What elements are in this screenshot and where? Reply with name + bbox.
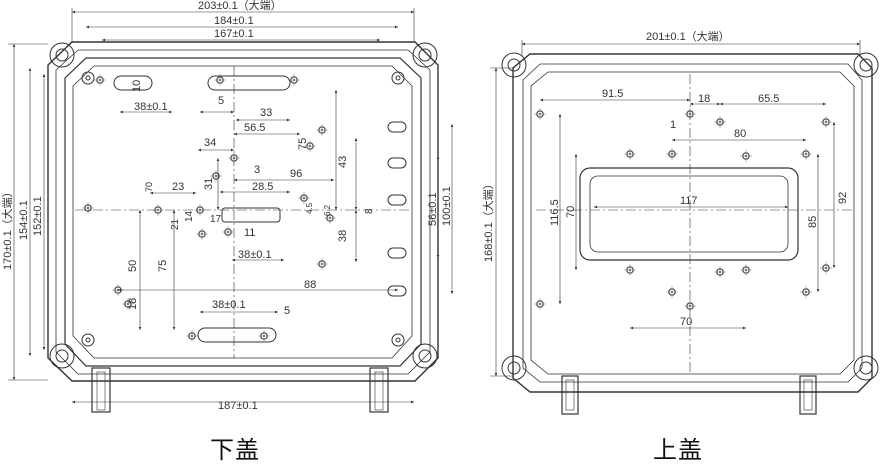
corner-boss (501, 52, 527, 78)
dim-96: 96 (290, 168, 302, 180)
bottom-cover-caption: 下盖 (210, 436, 260, 464)
corner-boss (853, 52, 879, 78)
dim-154: 154±0.1 (18, 200, 30, 240)
corner-boss (412, 42, 438, 68)
dim-116-5: 116.5 (549, 199, 561, 226)
dim-31: 31 (203, 178, 215, 190)
dim-167: 167±0.1 (214, 28, 254, 40)
dim-75b: 75 (157, 260, 169, 272)
dim-80: 80 (734, 128, 746, 140)
dim-28-5: 28.5 (252, 181, 273, 193)
dim-91-5: 91.5 (602, 88, 623, 100)
dim-18: 18 (127, 298, 139, 310)
bottom-cover-holes (82, 74, 336, 342)
dim-38-top: 38±0.1 (134, 101, 168, 113)
dim-170: 170±0.1（大端） (0, 186, 14, 270)
dim-17: 17 (210, 214, 222, 225)
top-cover-outline (512, 53, 873, 393)
dim-18-top: 18 (698, 93, 710, 105)
dim-10: 10 (131, 80, 143, 92)
dim-43: 43 (337, 156, 349, 168)
dim-70-bottom: 70 (680, 316, 692, 328)
dim-187: 187±0.1 (218, 400, 258, 412)
dim-38: 38 (337, 230, 349, 242)
top-cover-caption: 上盖 (653, 436, 703, 464)
dim-5b: 5 (284, 305, 290, 317)
dim-88: 88 (304, 279, 316, 291)
hinge-tab (91, 367, 111, 413)
dim-85: 85 (807, 216, 819, 228)
dim-56-5: 56.5 (244, 122, 265, 134)
dim-1: 1 (670, 119, 676, 131)
bottom-cover-drawing (47, 41, 439, 413)
side-clips (387, 121, 407, 297)
dim-21: 21 (170, 218, 181, 230)
dim-23: 23 (172, 181, 184, 193)
slot-rib (197, 327, 277, 343)
dim-34: 34 (204, 137, 216, 149)
dim-168: 168±0.1（大端） (481, 178, 495, 262)
dim-117: 117 (680, 195, 698, 207)
dim-201: 201±0.1（大端） (646, 29, 730, 43)
corner-boss (49, 42, 75, 68)
dim-14: 14 (184, 210, 195, 222)
dim-152: 152±0.1 (32, 196, 44, 236)
corner-boss (501, 355, 527, 381)
dim-56: 56±0.1 (427, 192, 439, 226)
hinge-tab (799, 375, 817, 415)
dim-92: 92 (837, 192, 849, 204)
window-frame (579, 167, 799, 261)
slot-rib (113, 75, 153, 91)
hinge-tab (561, 375, 579, 415)
dim-38-mid: 38±0.1 (238, 249, 272, 261)
corner-boss (412, 343, 438, 369)
dim-203: 203±0.1（大端） (198, 0, 282, 12)
bottom-cover-dimensions (8, 8, 454, 404)
slot-rib (207, 75, 291, 91)
dim-11: 11 (244, 227, 255, 239)
dim-50: 50 (127, 260, 139, 272)
dim-70: 70 (144, 182, 154, 192)
dim-65-5: 65.5 (758, 93, 779, 105)
dim-75a: 75 (297, 138, 309, 150)
top-cover-dimensions (490, 40, 861, 377)
dim-184: 184±0.1 (214, 15, 254, 27)
dim-5a: 5 (218, 95, 224, 107)
dim-6-2: 6.2 (323, 204, 332, 216)
dim-33: 33 (260, 107, 272, 119)
dim-38-bottom: 38±0.1 (212, 299, 246, 311)
bottom-cover-outline (47, 41, 439, 382)
dim-100: 100±0.1 (441, 186, 453, 226)
dim-3: 3 (254, 164, 260, 176)
dim-8: 8 (364, 208, 375, 214)
dim-70-left: 70 (565, 206, 577, 218)
corner-boss (49, 343, 75, 369)
corner-boss (853, 355, 879, 381)
dim-4-5: 4.5 (305, 202, 314, 214)
hinge-tab (369, 367, 389, 413)
slot-rib (221, 207, 281, 223)
top-cover-drawing (501, 52, 879, 415)
